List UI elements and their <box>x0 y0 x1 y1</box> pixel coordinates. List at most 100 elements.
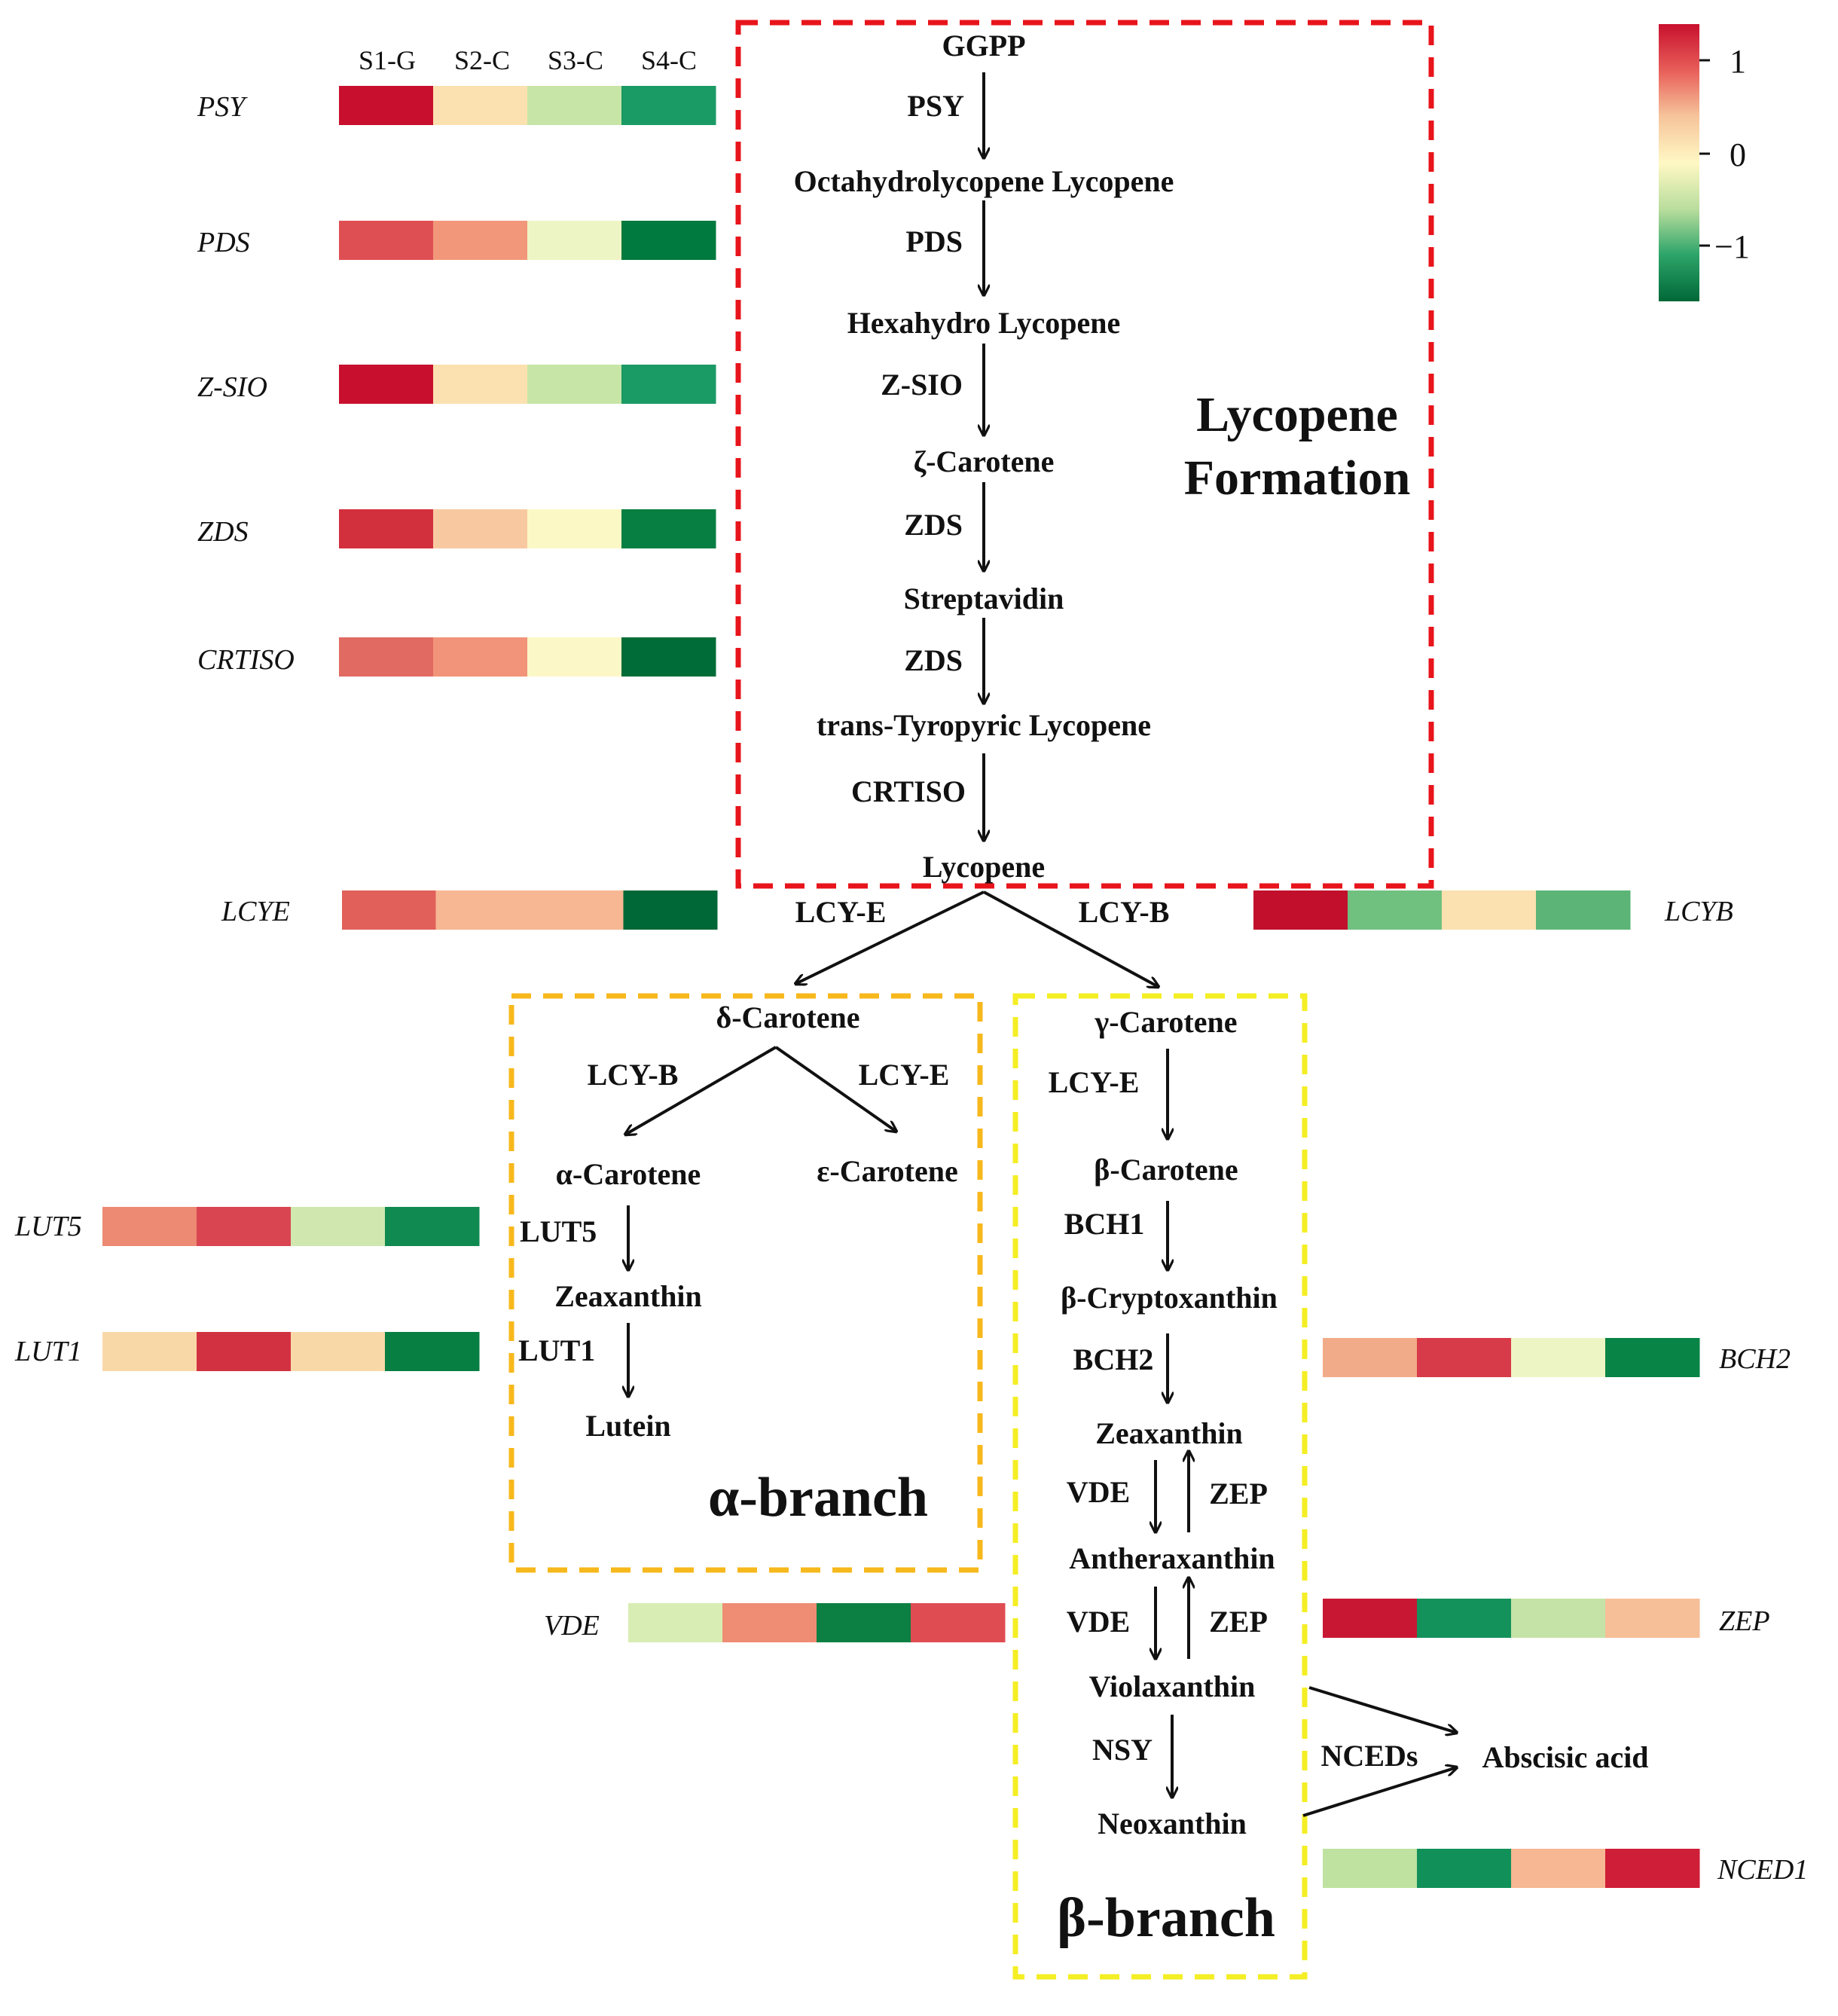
metabolite-zeaxanthin-alpha: Zeaxanthin <box>554 1279 702 1313</box>
heatmap-cell-zep-2 <box>1417 1599 1512 1638</box>
heatmap-cell-lut1-4 <box>385 1332 480 1371</box>
heatmap-cell-bch2-2 <box>1417 1338 1512 1377</box>
heatmap-cell-pds-2 <box>433 221 528 260</box>
gene-label-zds: ZDS <box>197 516 249 548</box>
heatmap-cell-lut5-1 <box>102 1207 197 1246</box>
metabolite-violaxanthin: Violaxanthin <box>1089 1669 1256 1703</box>
enzyme-psy: PSY <box>907 89 964 123</box>
color-scale-bar <box>1659 24 1699 301</box>
heatmap-cell-nced1-1 <box>1323 1849 1418 1888</box>
heatmap-cell-nced1-4 <box>1605 1849 1700 1888</box>
gene-label-crtiso: CRTISO <box>197 644 295 676</box>
heatmap-cell-z-sio-3 <box>527 365 622 404</box>
heatmap-cell-vde-3 <box>817 1603 911 1642</box>
beta-branch-box <box>1012 993 1308 1980</box>
metabolite-hexahydro-lycopene: Hexahydro Lycopene <box>847 306 1121 340</box>
heatmap-cell-psy-1 <box>339 86 434 125</box>
column-header-s1: S1-G <box>359 45 416 75</box>
pathway-arrows <box>625 72 1457 1817</box>
heatmap-cell-crtiso-4 <box>621 637 716 677</box>
lycopene-formation-title-line2: Formation <box>1184 451 1411 506</box>
enzyme-z-sio: Z-SIO <box>881 368 963 402</box>
alpha-branch-title: α-branch <box>708 1467 928 1529</box>
gene-label-pds: PDS <box>197 227 250 258</box>
metabolite-labels: GGPP Octahydrolycopene Lycopene Hexahydr… <box>554 29 1648 1840</box>
heatmap-row-lut5: LUT5 <box>14 1207 480 1246</box>
heatmap-cell-vde-2 <box>722 1603 817 1642</box>
metabolite-zeaxanthin-beta: Zeaxanthin <box>1095 1416 1243 1450</box>
gene-label-vde: VDE <box>544 1610 600 1642</box>
color-scale-tick-low: −1 <box>1714 228 1750 265</box>
heatmap-cell-lcyb-1 <box>1253 890 1348 930</box>
heatmap-cell-zds-1 <box>339 509 434 548</box>
heatmap-cell-lut5-4 <box>385 1207 480 1246</box>
gene-label-lcye: LCYE <box>221 896 290 927</box>
lycopene-formation-box <box>735 20 1434 889</box>
enzyme-bch2: BCH2 <box>1073 1342 1154 1376</box>
heatmap-cell-lcyb-2 <box>1348 890 1443 930</box>
heatmap-cell-lcye-4 <box>623 890 718 930</box>
heatmap-cell-vde-4 <box>911 1603 1006 1642</box>
heatmap-column-headers: S1-G S2-C S3-C S4-C <box>359 45 697 75</box>
gene-label-nced1: NCED1 <box>1717 1854 1808 1886</box>
heatmap-cell-bch2-4 <box>1605 1338 1700 1377</box>
enzyme-vde-1: VDE <box>1067 1475 1130 1509</box>
metabolite-abscisic-acid: Abscisic acid <box>1482 1740 1648 1774</box>
heatmap-row-psy: PSY <box>197 86 716 125</box>
gene-label-z-sio: Z-SIO <box>197 371 267 403</box>
heatmap-cell-lut5-3 <box>291 1207 386 1246</box>
heatmap-cell-lut5-2 <box>197 1207 292 1246</box>
heatmap-cell-z-sio-2 <box>433 365 528 404</box>
heatmap-cell-psy-3 <box>527 86 622 125</box>
heatmap-row-lcyb: LCYB <box>1253 890 1733 930</box>
heatmap-row-vde: VDE <box>544 1603 1006 1642</box>
heatmap-row-zds: ZDS <box>197 509 716 548</box>
enzyme-vde-2: VDE <box>1067 1605 1130 1639</box>
metabolite-zeta-carotene: ζ-Carotene <box>914 444 1055 478</box>
metabolite-gamma-carotene: γ-Carotene <box>1094 1005 1237 1039</box>
metabolite-trans-tyropyric-lycopene: trans-Tyropyric Lycopene <box>817 708 1151 742</box>
column-header-s3: S3-C <box>548 45 603 75</box>
metabolite-alpha-carotene: α-Carotene <box>556 1157 701 1191</box>
heatmap-cell-zds-3 <box>527 509 622 548</box>
heatmap-cell-zds-2 <box>433 509 528 548</box>
heatmap-cell-lcye-2 <box>435 890 530 930</box>
heatmap-cell-lcyb-4 <box>1536 890 1631 930</box>
metabolite-ggpp: GGPP <box>942 29 1025 63</box>
metabolite-lutein: Lutein <box>585 1409 670 1443</box>
enzyme-lut5: LUT5 <box>520 1214 597 1248</box>
heatmap-cell-lut1-2 <box>197 1332 292 1371</box>
metabolite-beta-carotene: β-Carotene <box>1094 1153 1238 1187</box>
heatmap-row-lcye: LCYE <box>221 890 718 930</box>
heatmap-cell-pds-3 <box>527 221 622 260</box>
heatmap-row-zep: ZEP <box>1323 1599 1770 1638</box>
metabolite-antheraxanthin: Antheraxanthin <box>1069 1541 1275 1575</box>
gene-label-zep: ZEP <box>1719 1605 1770 1637</box>
heatmap-cell-nced1-2 <box>1417 1849 1512 1888</box>
heatmap-cell-vde-1 <box>628 1603 723 1642</box>
heatmap-cell-zds-4 <box>621 509 716 548</box>
gene-label-bch2: BCH2 <box>1719 1343 1791 1375</box>
enzyme-zep-1: ZEP <box>1209 1477 1268 1510</box>
heatmap-row-bch2: BCH2 <box>1323 1338 1791 1377</box>
beta-branch-title: β-branch <box>1057 1887 1275 1949</box>
enzyme-bch1: BCH1 <box>1064 1207 1145 1241</box>
enzyme-lcy-b-main: LCY-B <box>1079 895 1170 929</box>
heatmap-row-z-sio: Z-SIO <box>197 365 716 404</box>
gene-label-psy: PSY <box>197 91 248 123</box>
heatmap-cell-zep-4 <box>1605 1599 1700 1638</box>
color-scale-tick-mid: 0 <box>1730 136 1746 173</box>
heatmap-cell-crtiso-1 <box>339 637 434 677</box>
enzyme-lcy-e-main: LCY-E <box>795 895 887 929</box>
heatmap-cell-nced1-3 <box>1511 1849 1606 1888</box>
enzyme-lcy-e-alpha: LCY-E <box>859 1058 950 1092</box>
region-titles: Lycopene Formation α-branch β-branch <box>708 387 1410 1949</box>
color-scale-tick-high: 1 <box>1730 43 1746 80</box>
gene-label-lcyb: LCYB <box>1664 896 1733 927</box>
gene-label-lut5: LUT5 <box>14 1211 82 1242</box>
heatmap-cell-lut1-3 <box>291 1332 386 1371</box>
heatmap-cell-lut1-1 <box>102 1332 197 1371</box>
heatmap-row-nced1: NCED1 <box>1323 1849 1808 1888</box>
